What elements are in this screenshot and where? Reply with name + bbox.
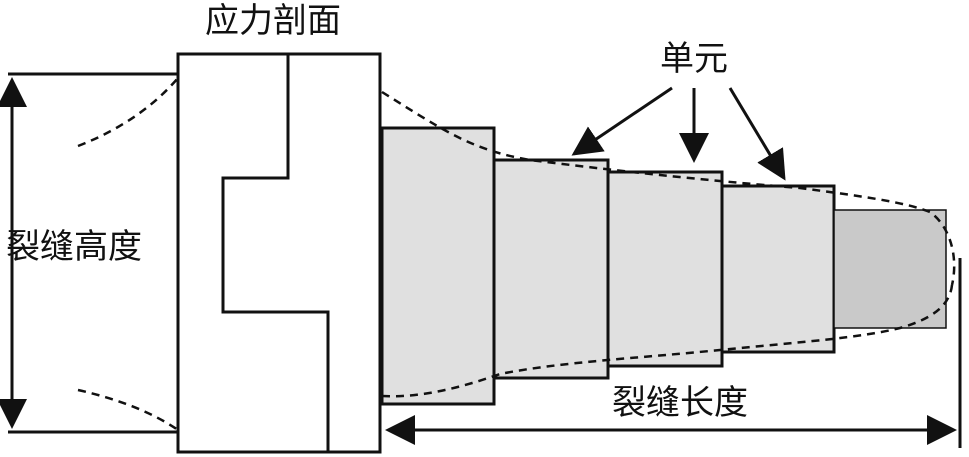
stress-profile-curve (221, 54, 330, 452)
fracture-outline-bottom (381, 284, 954, 398)
crack-height-label: 裂缝高度 (6, 227, 142, 267)
unit-label: 单元 (660, 39, 728, 79)
element-cell-4 (720, 184, 836, 354)
element-cell-1 (380, 126, 496, 406)
stress-profile-box (176, 52, 382, 454)
stress-profile-label: 应力剖面 (205, 1, 341, 41)
crack-length-label: 裂缝长度 (612, 383, 748, 423)
fracture-outline-top (381, 90, 956, 286)
fracture-outline-left-top (77, 77, 179, 148)
fracture-outline-left-bottom (77, 388, 179, 432)
element-cell-2 (492, 158, 610, 380)
unit-arrow-1 (571, 86, 673, 156)
element-cell-3 (606, 170, 724, 368)
element-cell-tip (833, 209, 947, 329)
unit-arrow-3 (728, 87, 786, 181)
